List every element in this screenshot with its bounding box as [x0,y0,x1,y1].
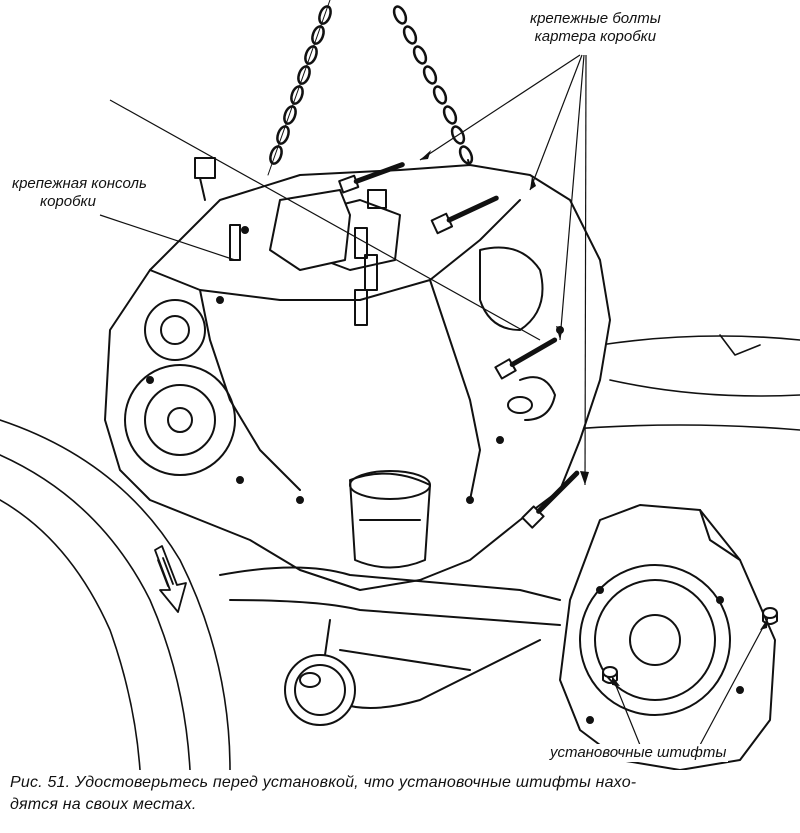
dowel-pins [602,607,778,684]
figure-caption: Рис. 51. Удостоверьтесь перед установкой… [10,772,790,816]
mounting-bracket-label-line1: крепежная консоль [12,175,147,192]
direction-arrow [154,545,187,613]
transmission-installation-figure: крепежные болты картера коробки крепежна… [0,0,800,770]
mounting-bracket-label-line2: коробки [40,193,96,210]
leader-arrowheads [420,150,768,686]
engine-flywheel-side [559,504,776,770]
leader-lines [99,54,769,746]
lifting-chain-right [392,5,481,201]
transmission-jack [219,566,561,726]
dowel-pins-label: установочные штифты [548,744,729,762]
lifting-chain-left [267,0,332,176]
mounting-bracket-label: крепежная консоль коробки [10,175,149,211]
caption-line2: дятся на своих местах. [10,796,197,813]
transmission-drawing [0,0,800,770]
mounting-bolts [338,162,580,529]
mounting-bracket [194,157,387,326]
mounting-bolts-label-line2: картера коробки [534,28,657,45]
mounting-bolts-label-line1: крепежные болты [530,10,661,27]
engine-bay-outline [0,334,800,770]
caption-line1: Рис. 51. Удостоверьтесь перед установкой… [10,774,637,791]
mounting-bolts-label: крепежные болты картера коробки [528,10,663,46]
